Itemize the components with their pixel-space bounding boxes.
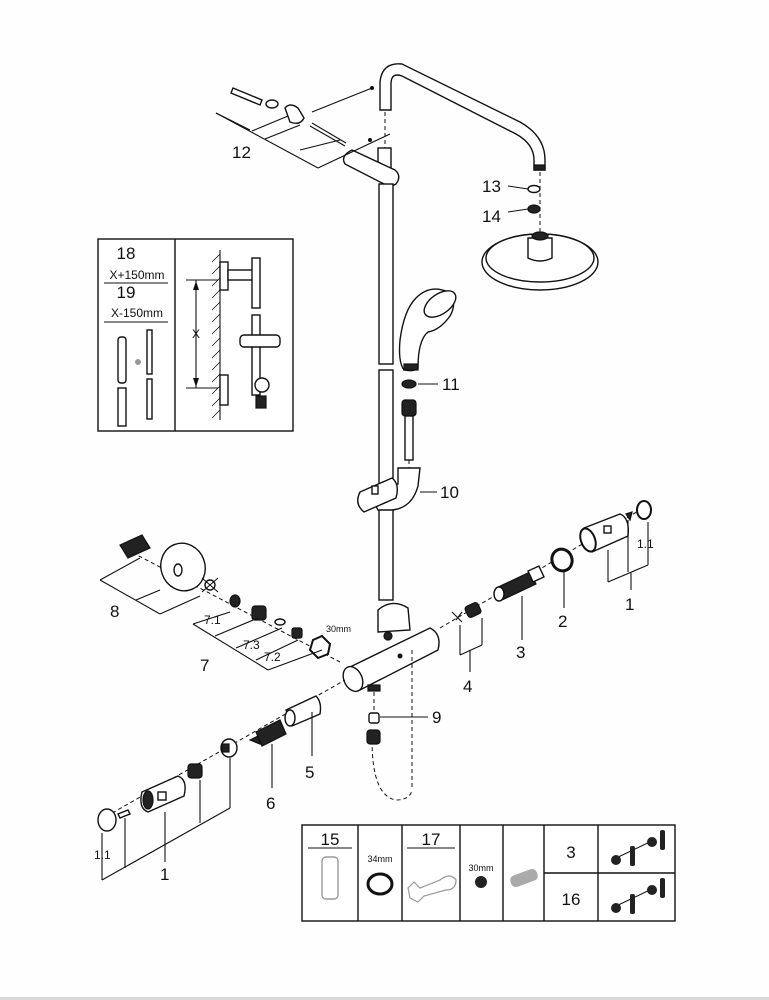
- table-part-17: 17: [422, 830, 441, 849]
- callout-1-1-right: 1.1: [637, 537, 654, 551]
- callout-3: 3: [516, 643, 525, 662]
- extension-rod-inset: [97, 238, 294, 432]
- callout-8: 8: [110, 602, 119, 621]
- callout-13: 13: [482, 177, 501, 196]
- seal-14: [527, 204, 541, 214]
- part-8-elbow: [99, 534, 206, 615]
- nut-icon: [475, 876, 487, 888]
- table-nut-size: 30mm: [468, 863, 493, 873]
- part-7-check-valve: [192, 577, 332, 671]
- part-2-ring: [550, 547, 574, 608]
- hose-nut: [366, 729, 381, 745]
- part-3-cartridge: [493, 565, 545, 640]
- callout-1-right: 1: [625, 595, 634, 614]
- part-5-sleeve: [284, 695, 322, 756]
- cartridge-sleeve-icon: [321, 856, 339, 900]
- callout-7-3: 7.3: [243, 638, 260, 652]
- table-part-16: 16: [562, 890, 581, 909]
- slider-holder: [357, 467, 421, 513]
- inset-part-19: 19: [117, 283, 136, 302]
- table-ring-size: 34mm: [367, 854, 392, 864]
- callout-2: 2: [558, 612, 567, 631]
- callout-7: 7: [200, 656, 209, 675]
- washer-13: [527, 184, 541, 194]
- adapter-9: [368, 712, 380, 724]
- callout-1-1-left: 1.1: [94, 848, 111, 862]
- inset-size-18: X+150mm: [109, 268, 164, 282]
- callout-7-1: 7.1: [204, 613, 221, 627]
- inset-part-18: 18: [117, 244, 136, 263]
- inset-dimension-x: X: [192, 327, 200, 341]
- callout-12: 12: [232, 143, 251, 162]
- callout-14: 14: [482, 207, 501, 226]
- part-4-filter: [451, 601, 483, 672]
- part-1-handle-left: [97, 738, 238, 881]
- table-part-3: 3: [566, 843, 575, 862]
- head-shower: [481, 231, 599, 291]
- thermostat-kit-icon-row-2: [611, 878, 665, 914]
- spring-element-icon: [510, 868, 538, 888]
- wrench-icon: [407, 875, 457, 903]
- thermostat-kit-icon-row-1: [611, 830, 665, 866]
- bottom-scroll-edge: [0, 997, 769, 1000]
- callout-6: 6: [266, 794, 275, 813]
- riser-top-bracket: [342, 147, 400, 187]
- part-1-handle-right: [579, 500, 652, 590]
- thermostat-body: [342, 602, 440, 693]
- nut-size-label: 30mm: [326, 624, 351, 634]
- part-6-cartridge: [248, 719, 287, 788]
- callout-7-2: 7.2: [264, 650, 281, 664]
- callout-10: 10: [440, 483, 459, 502]
- callout-5: 5: [305, 763, 314, 782]
- table-part-15: 15: [321, 830, 340, 849]
- overhead-arm: [379, 63, 546, 171]
- callout-9: 9: [432, 708, 441, 727]
- shower-hose-end: [401, 399, 417, 461]
- callout-4: 4: [463, 677, 472, 696]
- callout-1-left: 1: [160, 865, 169, 884]
- riser-pipe: [378, 183, 394, 601]
- accessory-table: [301, 824, 676, 922]
- ring-nut-icon: [366, 872, 394, 896]
- callout-11: 11: [442, 375, 460, 394]
- wall-bracket-kit: [215, 86, 391, 169]
- inset-size-19: X-150mm: [111, 306, 163, 320]
- seal-11: [401, 379, 417, 389]
- hand-shower: [398, 288, 457, 372]
